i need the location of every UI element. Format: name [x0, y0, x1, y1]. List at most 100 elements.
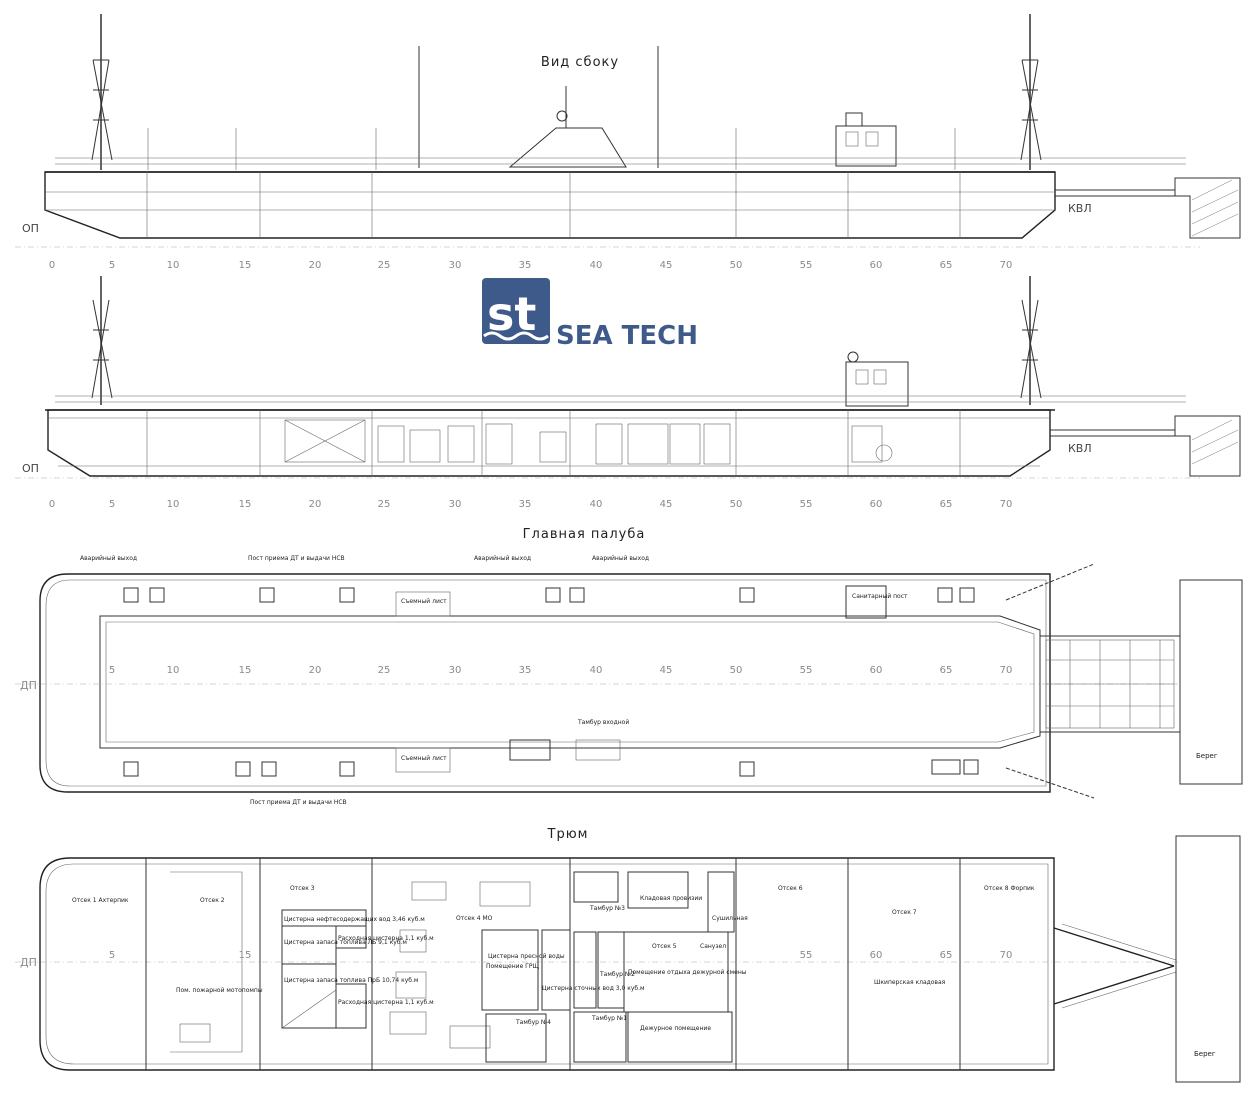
svg-text:50: 50 — [730, 665, 743, 676]
fuel-post-top: Пост приема ДТ и выдачи НСВ — [248, 555, 345, 562]
svg-text:70: 70 — [1000, 499, 1013, 510]
svg-text:55: 55 — [800, 665, 813, 676]
svg-text:35: 35 — [519, 260, 532, 271]
vestibule3-label: Тамбур №3 — [589, 905, 625, 912]
svg-text:20: 20 — [309, 499, 322, 510]
fuel-reserve-tank-pb-label: Цистерна запаса топлива ПрБ 10,74 куб.м — [284, 977, 418, 984]
svg-text:55: 55 — [800, 260, 813, 271]
fire-pump-room-label: Пом. пожарной мотопомпы — [176, 987, 263, 994]
svg-text:30: 30 — [449, 260, 462, 271]
svg-text:5: 5 — [109, 260, 115, 271]
svg-text:65: 65 — [940, 260, 953, 271]
svg-text:65: 65 — [940, 499, 953, 510]
svg-text:40: 40 — [590, 665, 603, 676]
svg-text:50: 50 — [730, 260, 743, 271]
svg-text:30: 30 — [449, 499, 462, 510]
comp1-label: Отсек 1 Ахтерпик — [72, 897, 129, 904]
chain-locker-label: Шкиперская кладовая — [874, 979, 946, 986]
dryer-label: Сушильная — [712, 915, 748, 922]
side-view-title: Вид сбоку — [541, 55, 619, 70]
duty-room-label: Дежурное помещение — [640, 1025, 711, 1032]
svg-text:10: 10 — [167, 260, 180, 271]
gru-room-label: Помещение ГРЩ — [486, 963, 539, 970]
fresh-water-tank-label: Цистерна пресной воды — [488, 953, 565, 960]
comp7-label: Отсек 7 — [892, 909, 917, 916]
svg-text:25: 25 — [378, 499, 391, 510]
svg-text:45: 45 — [660, 499, 673, 510]
vestibule1-label: Тамбур №1 — [591, 1015, 627, 1022]
svg-text:70: 70 — [1000, 260, 1013, 271]
comp2-label: Отсек 2 — [200, 897, 225, 904]
kvl-mark-2: КВЛ — [1068, 442, 1092, 455]
svg-text:15: 15 — [239, 950, 252, 961]
svg-text:65: 65 — [940, 665, 953, 676]
removable-sheet-top: Съемный лист — [401, 598, 447, 605]
hold-plan — [15, 835, 1241, 1083]
section-view-hull — [15, 276, 1241, 479]
svg-text:35: 35 — [519, 665, 532, 676]
frame-scale-2: 0 5 10 15 20 25 30 35 40 45 50 55 60 65 … — [49, 499, 1013, 510]
svg-text:60: 60 — [870, 260, 883, 271]
vestibule2-label: Тамбур №2 — [599, 971, 635, 978]
comp5-label: Отсек 5 — [652, 943, 677, 950]
svg-text:10: 10 — [167, 499, 180, 510]
svg-text:50: 50 — [730, 499, 743, 510]
sea-tech-logo: st SEA TECH — [482, 278, 698, 351]
svg-text:15: 15 — [239, 260, 252, 271]
sanitary-label: Санузел — [700, 943, 726, 950]
frame-scale-3: 5 10 15 20 25 30 35 40 45 50 55 60 65 70 — [109, 665, 1013, 676]
svg-text:20: 20 — [309, 260, 322, 271]
svg-text:55: 55 — [800, 499, 813, 510]
sewage-tank-label: Цистерна сточных вод 3,0 куб.м — [542, 985, 645, 992]
svg-text:0: 0 — [49, 260, 55, 271]
hold-title: Трюм — [547, 827, 589, 842]
comp8-label: Отсек 8 Форпик — [984, 885, 1035, 892]
svg-text:5: 5 — [109, 665, 115, 676]
svg-text:70: 70 — [1000, 950, 1013, 961]
sanitary-post: Санитарный пост — [852, 593, 908, 600]
svg-text:65: 65 — [940, 950, 953, 961]
side-view-hull — [15, 14, 1241, 248]
svg-text:45: 45 — [660, 665, 673, 676]
svg-text:0: 0 — [49, 499, 55, 510]
comp3-label: Отсек 3 — [290, 885, 315, 892]
frame-scale-1: 0 5 10 15 20 25 30 35 40 45 50 55 60 65 … — [49, 260, 1013, 271]
svg-text:10: 10 — [167, 665, 180, 676]
dp-mark-deck: ДП — [20, 679, 37, 692]
consumable-tank-2-label: Расходная цистерна 1,1 куб.м — [338, 999, 434, 1006]
emergency-exit-mid: Аварийный выход — [474, 555, 531, 562]
svg-text:20: 20 — [309, 665, 322, 676]
svg-text:5: 5 — [109, 499, 115, 510]
comp4-label: Отсек 4 МО — [456, 915, 493, 922]
fuel-post-bottom: Пост приема ДТ и выдачи НСВ — [250, 799, 347, 806]
main-deck-labels: Аварийный выход Пост приема ДТ и выдачи … — [80, 555, 908, 806]
dp-mark-hold: ДП — [20, 956, 37, 969]
frame-scale-4: 5 15 55 60 65 70 — [109, 950, 1013, 961]
main-deck-title: Главная палуба — [523, 527, 646, 542]
logo-text: SEA TECH — [556, 321, 698, 351]
svg-text:70: 70 — [1000, 665, 1013, 676]
consumable-tank-label: Расходная цистерна 1,1 куб.м — [338, 935, 434, 942]
svg-text:40: 40 — [590, 499, 603, 510]
emergency-exit-left: Аварийный выход — [80, 555, 137, 562]
svg-text:15: 15 — [239, 499, 252, 510]
emergency-exit-right: Аварийный выход — [592, 555, 649, 562]
svg-text:30: 30 — [449, 665, 462, 676]
op-mark-1: ОП — [22, 222, 39, 235]
oily-water-tank-label: Цистерна нефтесодержащих вод 3,46 куб.м — [284, 916, 425, 923]
comp6-label: Отсек 6 — [778, 885, 803, 892]
cloakroom-label: Кладовая провизии — [640, 895, 702, 902]
svg-text:60: 60 — [870, 665, 883, 676]
svg-text:45: 45 — [660, 260, 673, 271]
op-mark-2: ОП — [22, 462, 39, 475]
shore-label-deck: Берег — [1196, 752, 1218, 760]
svg-text:35: 35 — [519, 499, 532, 510]
svg-text:40: 40 — [590, 260, 603, 271]
main-deck-plan — [15, 563, 1243, 799]
removable-sheet-bottom: Съемный лист — [401, 755, 447, 762]
shore-label-hold: Берег — [1194, 1050, 1216, 1058]
entry-vestibule: Тамбур входной — [577, 719, 629, 726]
svg-text:15: 15 — [239, 665, 252, 676]
crew-room-label: Помещение отдыха дежурной смены — [628, 969, 747, 976]
